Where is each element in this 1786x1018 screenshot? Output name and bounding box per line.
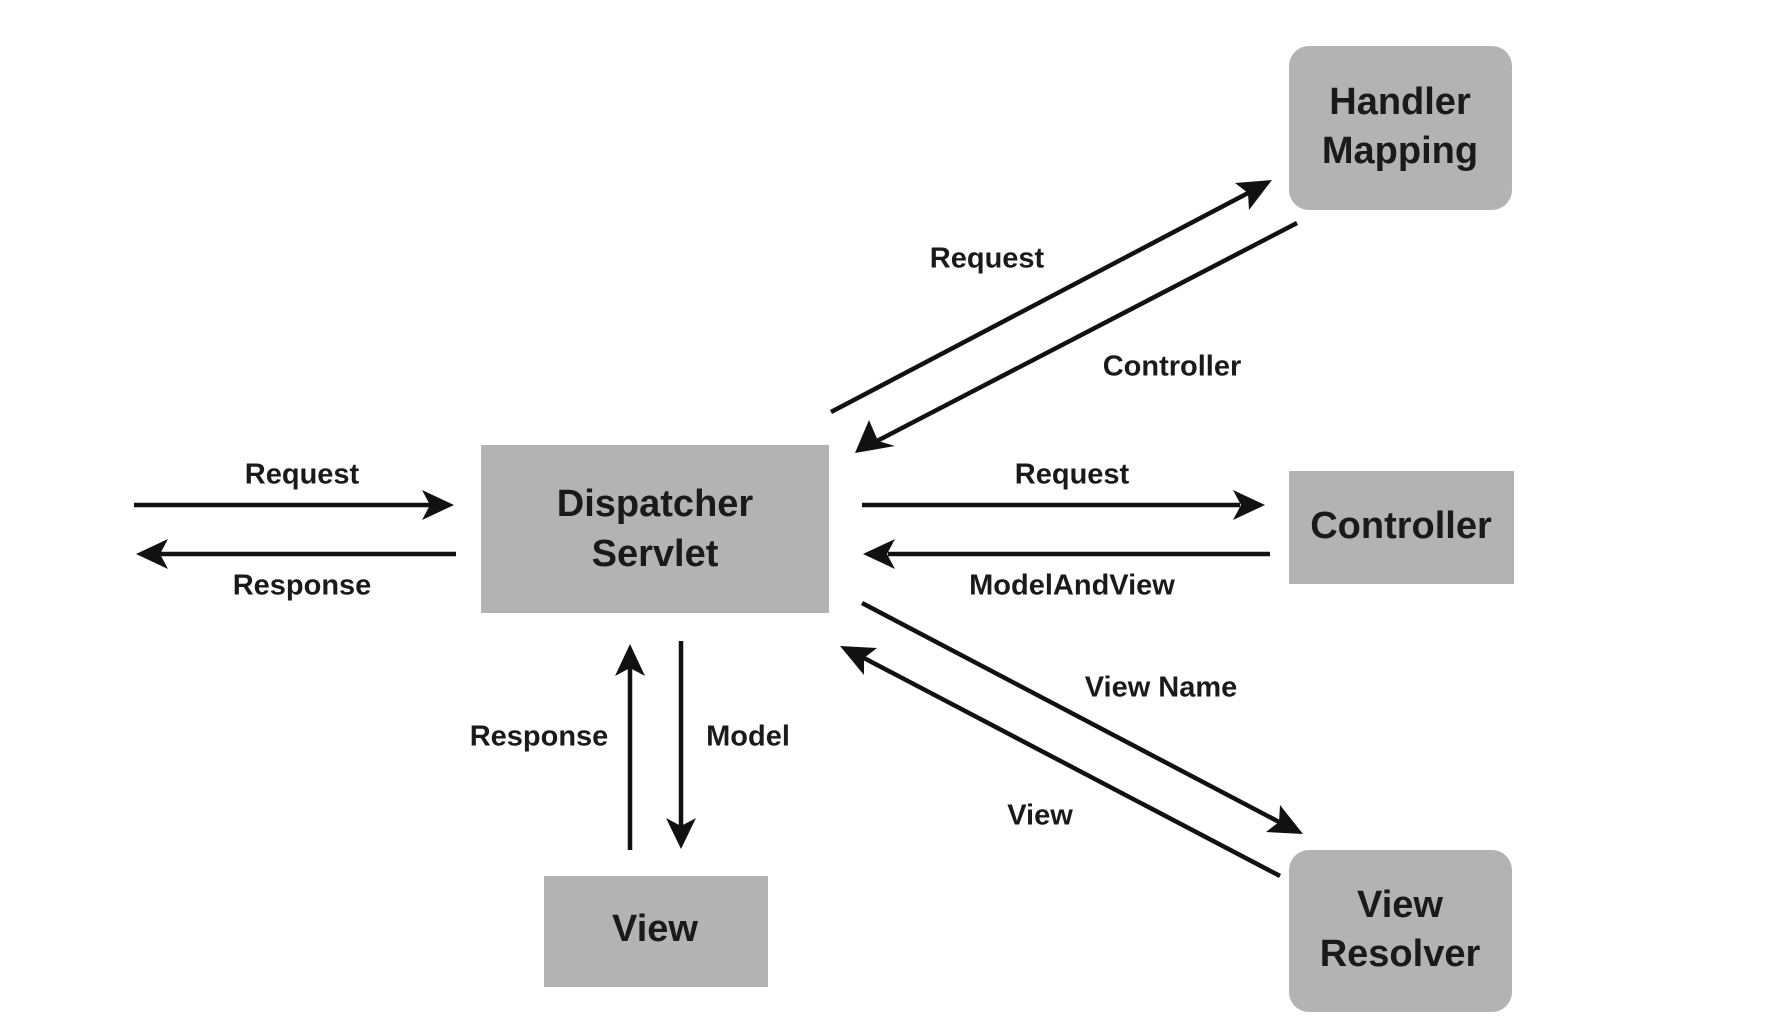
arrow-to-handler-request [829,190,1252,414]
node-controller: Controller [1289,471,1514,584]
label-client-response: Response [233,570,372,602]
node-handler-mapping: Handler Mapping [1289,46,1512,210]
label-to-view-model: Model [706,721,790,753]
edges [134,180,1303,878]
arrowhead-to-handler-request [1235,180,1272,210]
label-from-handler-controller: Controller [1103,351,1242,383]
label-to-controller-request: Request [1015,459,1130,491]
edge-labels: Request Response Request Controller Requ… [233,243,1242,832]
arrowhead-from-view-response [615,644,645,676]
handler-mapping-label-line1: Handler [1329,81,1471,123]
arrowhead-client-response [136,539,168,569]
arrowhead-from-controller-modelandview [863,539,895,569]
view-resolver-label-line1: View [1357,884,1443,926]
arrowhead-to-resolver-viewname [1266,805,1303,834]
node-view-resolver: View Resolver [1289,850,1512,1012]
arrowhead-to-controller-request [1233,490,1265,520]
controller-node-label: Controller [1310,505,1492,547]
node-dispatcher-servlet: Dispatcher Servlet [481,445,829,613]
arrowhead-to-view-model [666,818,696,849]
label-to-handler-request: Request [930,243,1045,275]
view-resolver-label-line2: Resolver [1320,933,1481,975]
handler-mapping-label-line2: Mapping [1322,130,1478,172]
view-node-label: View [612,908,698,950]
dispatcher-label-line2: Servlet [592,533,719,575]
label-from-controller-modelandview: ModelAndView [969,570,1175,602]
arrow-to-resolver-viewname [860,601,1283,825]
arrowhead-client-request [422,490,454,520]
label-to-resolver-viewname: View Name [1085,672,1238,704]
arrowhead-from-resolver-view [840,646,877,675]
arrow-from-handler-controller [875,221,1299,443]
dispatcher-label-line1: Dispatcher [557,483,754,525]
arrowhead-from-handler-controller [855,420,895,453]
label-client-request: Request [245,459,360,491]
label-from-view-response: Response [470,721,609,753]
label-from-resolver-view: View [1007,800,1073,832]
node-view: View [544,876,768,987]
arrow-from-resolver-view [860,655,1282,878]
